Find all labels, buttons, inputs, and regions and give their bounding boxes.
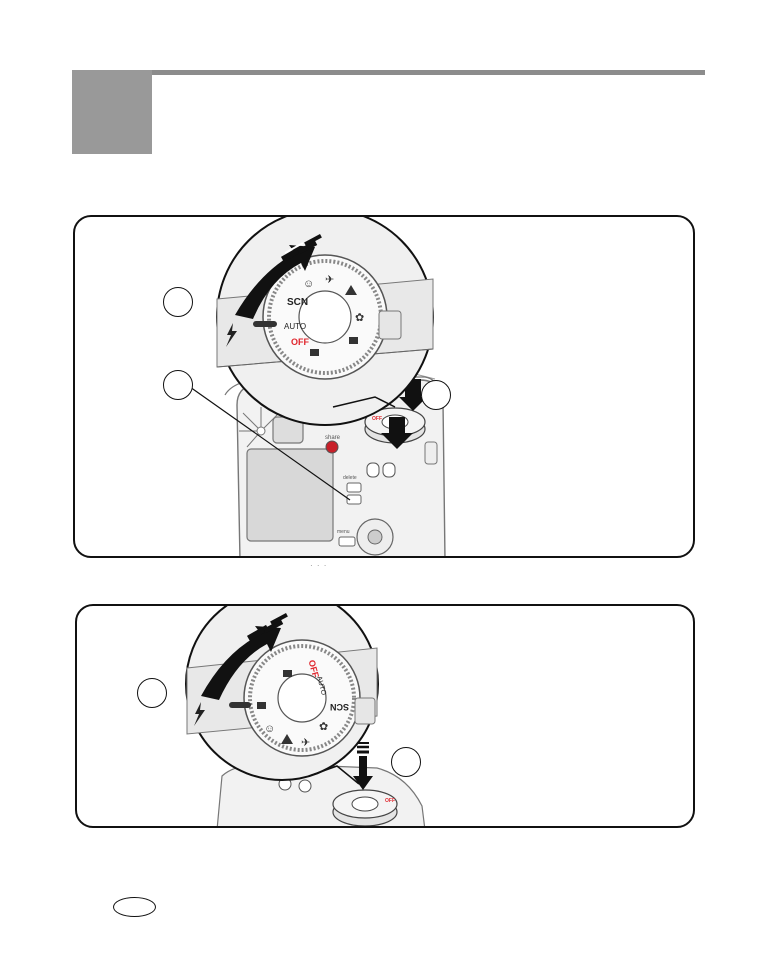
callout-leader xyxy=(189,386,351,501)
scn-label: SCN xyxy=(287,297,308,308)
page-number-badge xyxy=(113,897,156,917)
landscape-icon xyxy=(281,734,293,744)
menu-label: menu xyxy=(337,529,350,535)
mode-button xyxy=(346,494,362,505)
rotate-arrow-icon xyxy=(201,613,288,700)
camera-top-and-back-illustration: share delete menu OFF xyxy=(189,217,446,556)
callout-1 xyxy=(137,678,167,708)
callout-1 xyxy=(163,287,193,317)
illustration-panel-turn-off: OFF SCN AUTO OFF ☺ ✈ ✿ xyxy=(75,604,695,828)
share-label: share xyxy=(325,435,341,441)
panel-caption: · · · xyxy=(310,561,328,570)
callout-2 xyxy=(163,370,193,400)
portrait-icon: ☺ xyxy=(303,278,314,290)
portrait-icon: ☺ xyxy=(264,723,275,735)
zoom-t-button xyxy=(382,462,396,478)
video-icon xyxy=(257,702,266,709)
camera-icon xyxy=(283,670,292,677)
video-icon xyxy=(349,337,358,344)
rotate-arrow-icon xyxy=(235,234,322,319)
zoom-w-button xyxy=(366,462,380,478)
lcd-screen xyxy=(246,448,334,542)
dial-magnifier: SCN AUTO OFF ☺ ✈ ✿ xyxy=(216,217,434,426)
flash-burst-icon xyxy=(239,407,280,448)
strap-loop xyxy=(424,441,438,465)
sport-icon: ✈ xyxy=(325,274,334,286)
mode-dial-small: OFF xyxy=(332,789,398,826)
menu-button xyxy=(338,536,356,547)
camera-icon xyxy=(310,349,319,356)
auto-label: AUTO xyxy=(315,675,327,696)
sport-icon: ✈ xyxy=(301,737,310,749)
flash-icon xyxy=(194,702,205,726)
closeup-icon: ✿ xyxy=(355,312,364,324)
callout-3 xyxy=(421,380,451,410)
delete-button xyxy=(346,482,362,493)
closeup-icon: ✿ xyxy=(319,721,328,733)
header-rule xyxy=(72,70,705,75)
press-arrow-icon xyxy=(353,742,373,790)
delete-label: delete xyxy=(343,475,357,481)
off-label: OFF xyxy=(307,659,321,679)
camera-top-illustration: OFF SCN AUTO OFF ☺ ✈ ✿ xyxy=(185,606,426,826)
share-button xyxy=(325,440,339,454)
scn-label: SCN xyxy=(330,702,349,712)
landscape-icon xyxy=(345,285,357,295)
callout-2 xyxy=(391,747,421,777)
chapter-number-block xyxy=(72,70,152,154)
svg-text:OFF: OFF xyxy=(372,416,382,422)
auto-label: AUTO xyxy=(284,322,306,331)
flash-icon xyxy=(226,323,237,347)
illustration-panel-turn-on: share delete menu OFF xyxy=(73,215,695,558)
svg-text:OFF: OFF xyxy=(385,798,395,804)
off-label: OFF xyxy=(291,337,309,347)
